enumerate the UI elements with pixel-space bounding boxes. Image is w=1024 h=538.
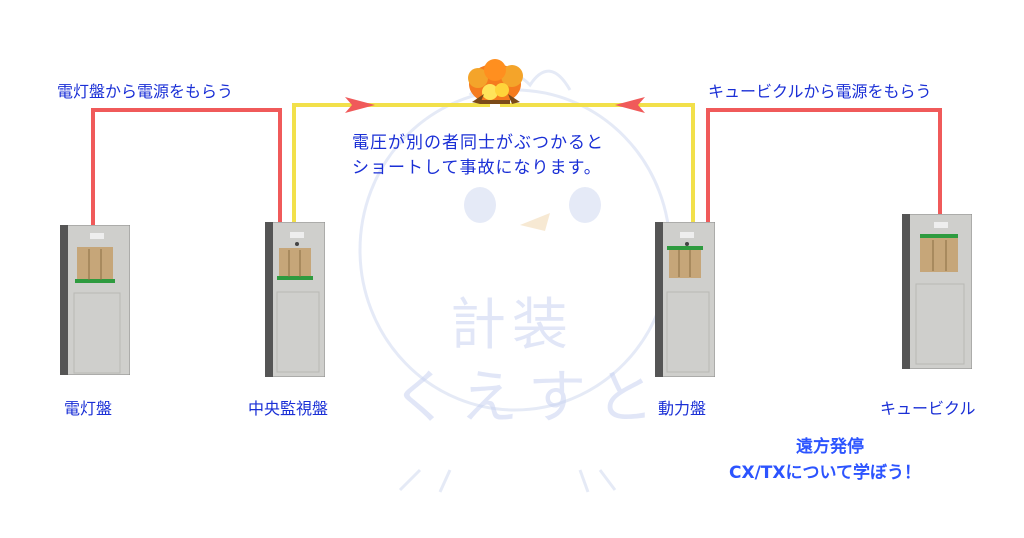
explosion-icon: [468, 59, 523, 104]
left-yellow-wire: [292, 103, 490, 222]
panel-label-central-monitoring: 中央監視盤: [248, 399, 329, 418]
panel-lighting: [60, 225, 130, 375]
panel-label-power: 動力盤: [658, 399, 707, 418]
right-yellow-wire: [500, 103, 695, 222]
panel-power: [655, 222, 715, 377]
footer-title: 遠方発停: [796, 437, 864, 457]
panel-central-monitoring: [265, 222, 325, 377]
arrow-left-icon: [615, 97, 645, 113]
panel-cubicle: [902, 214, 972, 369]
right-supply-label: キュービクルから電源をもらう: [708, 82, 932, 101]
left-red-wire: [91, 108, 282, 226]
collision-note-line1: 電圧が別の者同士がぶつかると: [352, 133, 604, 153]
arrow-right-icon: [345, 97, 375, 113]
collision-note: 電圧が別の者同士がぶつかると ショートして事故になります。: [352, 131, 604, 181]
left-supply-label: 電灯盤から電源をもらう: [57, 82, 234, 101]
collision-note-line2: ショートして事故になります。: [352, 158, 602, 178]
panel-label-lighting: 電灯盤: [64, 399, 113, 418]
panel-label-cubicle: キュービクル: [880, 399, 976, 418]
right-red-wire: [706, 108, 942, 222]
footer-subtitle: CX/TXについて学ぼう！: [729, 463, 921, 483]
